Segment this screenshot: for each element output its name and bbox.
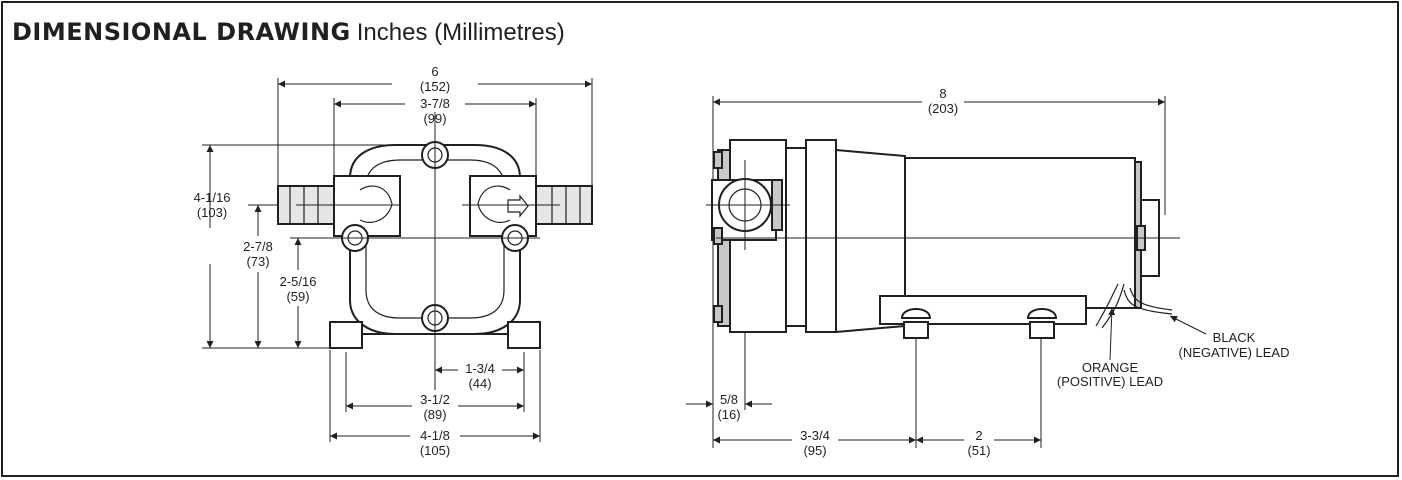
dim-front-height-in: 4-1/16 [194, 190, 231, 205]
mounting-bracket [879, 295, 1087, 325]
title-units: Inches (Millimetres) [356, 19, 565, 46]
dim-mount-height-mm: (59) [286, 289, 309, 304]
dim-half-mount-mm: (44) [468, 376, 491, 391]
dim-side-length-mm: (203) [928, 101, 958, 116]
mount-grommet-2 [1029, 321, 1055, 339]
dim-mount-spacing-in: 3-1/2 [420, 392, 450, 407]
dim-front-width-in: 6 [431, 64, 438, 79]
dim-first-mount-mm: (95) [803, 443, 826, 458]
left-foot [329, 321, 363, 349]
right-foot [507, 321, 541, 349]
dim-port-spacing-mm: (99) [423, 111, 446, 126]
dim-front-height-mm: (103) [197, 205, 227, 220]
dim-half-mount-in: 1-3/4 [465, 361, 495, 376]
dim-side-mount-spacing-mm: (51) [967, 443, 990, 458]
motor-can [904, 157, 1136, 309]
side-pump-body [711, 139, 1173, 339]
outlet-port [469, 175, 537, 237]
dim-port-height-in: 2-7/8 [243, 239, 273, 254]
front-view: 6 (152) 3-7/8 (99) 4-1/16 (103) 2-7/8 (7… [194, 64, 593, 458]
black-lead-wire [1123, 289, 1173, 315]
inlet-port [333, 175, 401, 237]
orange-lead-wire [1095, 283, 1119, 327]
orange-lead-label-line1: ORANGE [1082, 360, 1139, 375]
dim-base-width-in: 4-1/8 [420, 428, 450, 443]
black-lead-label-line2: (NEGATIVE) LEAD [1178, 345, 1289, 360]
mount-grommet-1 [903, 321, 929, 339]
dim-mount-height-in: 2-5/16 [280, 274, 317, 289]
dim-front-width-mm: (152) [420, 79, 450, 94]
flow-arrow-icon [507, 194, 529, 218]
dim-side-mount-spacing-in: 2 [975, 428, 982, 443]
dim-port-offset-in: 5/8 [720, 392, 738, 407]
side-view: 8 (203) 5/8 (16) 3-3/4 (95) 2 (51) BLACK… [686, 86, 1290, 458]
dim-side-length-in: 8 [939, 86, 946, 101]
dim-port-height-mm: (73) [246, 254, 269, 269]
title-main: DIMENSIONAL DRAWING [12, 18, 351, 46]
orange-lead-label-line2: (POSITIVE) LEAD [1057, 374, 1163, 389]
dim-first-mount-in: 3-3/4 [800, 428, 830, 443]
dim-port-spacing-in: 3-7/8 [420, 96, 450, 111]
motor-flange [805, 139, 837, 333]
dim-base-width-mm: (105) [420, 443, 450, 458]
dim-mount-spacing-mm: (89) [423, 407, 446, 422]
black-lead-label-line1: BLACK [1213, 330, 1256, 345]
dim-port-offset-mm: (16) [717, 407, 740, 422]
